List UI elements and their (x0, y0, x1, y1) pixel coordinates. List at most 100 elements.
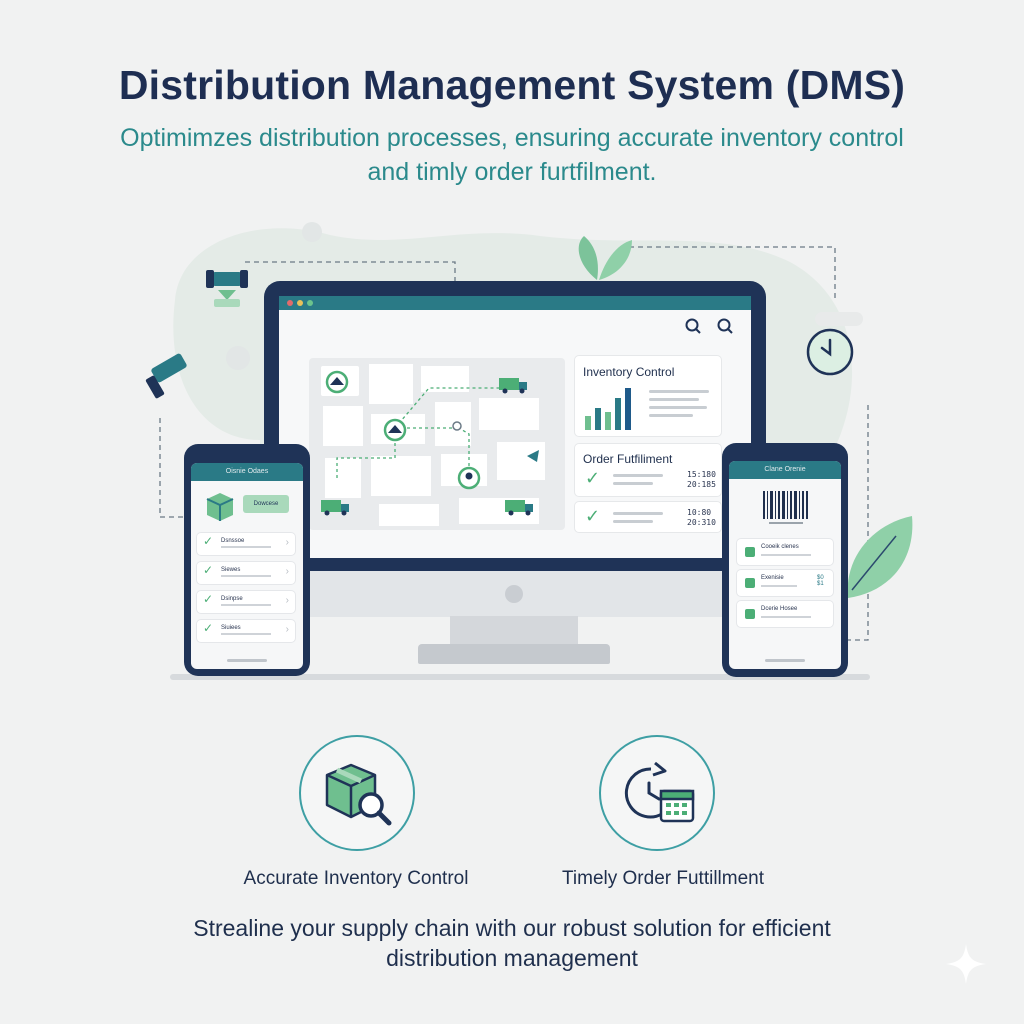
barcode-icon (763, 491, 808, 524)
hand-scanner-icon (145, 353, 187, 399)
fulfillment-value: 10:80 (687, 508, 712, 517)
pin-icon (452, 421, 462, 431)
window-dot-close[interactable] (287, 300, 293, 306)
list-item-label: Dcerie Hosee (761, 606, 798, 612)
warehouse-icon (325, 370, 349, 394)
list-item-label: Cooeik clenes (761, 544, 799, 550)
inventory-feature-label: Accurate Inventory Control (243, 868, 469, 889)
search-icon (685, 318, 701, 334)
list-item[interactable]: ✓ Siuiees › (197, 620, 295, 642)
inventory-feature-circle (299, 735, 415, 851)
list-item-label: Siewes (221, 567, 241, 573)
placeholder-line (613, 474, 663, 477)
box-magnifier-icon (325, 763, 392, 826)
connector-line (245, 261, 456, 282)
inventory-bar-chart-icon (585, 388, 631, 430)
background-bubble (226, 346, 250, 370)
toolbar-search-icons[interactable] (683, 316, 743, 336)
order-fulfillment-card[interactable]: Order Futfiliment ✓ 15:180 20:185 (575, 444, 721, 496)
list-item[interactable]: Exenisie $0 $1 (737, 570, 833, 596)
chevron-right-icon: › (285, 624, 289, 635)
fulfillment-value: 20:185 (687, 480, 716, 489)
fulfillment-feature-circle (599, 735, 715, 851)
check-icon: ✓ (203, 563, 214, 577)
warehouse-icon (383, 418, 407, 442)
list-item-label: Dsnssoe (221, 538, 245, 544)
list-item[interactable]: Cooeik clenes (737, 539, 833, 565)
placeholder-line (221, 575, 271, 577)
order-fulfillment-row[interactable]: ✓ 10:80 20:310 (575, 502, 721, 532)
barcode-scanner-icon (206, 270, 248, 307)
monitor-stand-base (418, 644, 610, 664)
placeholder-line (649, 390, 709, 393)
list-item[interactable]: ✓ Dsnssoe › (197, 533, 295, 555)
placeholder-line (649, 414, 693, 417)
inventory-control-card[interactable]: Inventory Control (575, 356, 721, 436)
placeholder-line (221, 546, 271, 548)
leaf-icon (847, 516, 913, 598)
inventory-control-title: Inventory Control (583, 365, 675, 379)
subtitle-line-1: Optimimzes distribution processes, ensur… (120, 124, 904, 152)
map-graphic (321, 364, 545, 526)
placeholder-line (613, 512, 663, 515)
chevron-right-icon: › (285, 566, 289, 577)
truck-icon (321, 500, 349, 516)
fulfillment-value: 20:310 (687, 518, 716, 527)
location-icon (524, 447, 542, 465)
placeholder-line (613, 482, 653, 485)
background-bubble (302, 222, 322, 242)
list-item-value: $0 $1 (817, 575, 824, 587)
window-dot-maximize[interactable] (307, 300, 313, 306)
list-item-label: Dsinpse (221, 596, 243, 602)
check-icon: ✓ (585, 506, 601, 526)
package-icon (745, 609, 755, 619)
placeholder-line (649, 406, 707, 409)
chevron-right-icon: › (285, 537, 289, 548)
order-fulfillment-title: Order Futfiliment (583, 452, 673, 466)
placeholder-line (221, 633, 271, 635)
fulfillment-value: 15:180 (687, 470, 716, 479)
leaf-icon (578, 236, 632, 280)
check-icon: ✓ (585, 468, 601, 488)
right-phone-header: Clane Orenie (729, 461, 841, 479)
placeholder-line (613, 520, 653, 523)
check-icon: ✓ (203, 592, 214, 606)
left-phone-screen: Oisnie Odaes Dowcese ✓ Dsnssoe › ✓ Siewe… (191, 463, 303, 669)
fulfillment-feature-label: Timely Order Futtillment (562, 868, 764, 889)
truck-icon (505, 500, 533, 516)
subtitle-line-2: and timly order furtfilment. (367, 158, 657, 186)
list-item[interactable]: ✓ Dsinpse › (197, 591, 295, 613)
page-title: Distribution Management System (DMS) (118, 62, 906, 108)
clock-icon (806, 312, 863, 376)
clock-calendar-icon (624, 761, 695, 823)
home-indicator[interactable] (765, 659, 805, 662)
home-indicator[interactable] (227, 659, 267, 662)
chevron-right-icon: › (285, 595, 289, 606)
list-item[interactable]: Dcerie Hosee (737, 601, 833, 627)
placeholder-line (221, 604, 271, 606)
package-icon (206, 493, 234, 521)
list-item-label: Siuiees (221, 625, 241, 631)
connector-line (848, 405, 869, 641)
list-item[interactable]: ✓ Siewes › (197, 562, 295, 584)
left-phone-action-button[interactable]: Dowcese (243, 495, 289, 513)
browser-bar (279, 296, 751, 310)
monitor-screen: Inventory Control Order Futfiliment ✓ 15… (279, 296, 751, 558)
check-icon: ✓ (203, 534, 214, 548)
truck-icon (499, 378, 527, 394)
placeholder-line (761, 616, 811, 618)
package-icon (745, 578, 755, 588)
sparkle-icon (946, 944, 986, 984)
placeholder-line (761, 585, 797, 587)
placeholder-line (649, 398, 699, 401)
delivery-map[interactable] (309, 358, 565, 530)
window-dot-minimize[interactable] (297, 300, 303, 306)
search-icon (717, 318, 733, 334)
package-icon (745, 547, 755, 557)
monitor-stand (450, 616, 578, 646)
footer-line-2: distribution management (386, 945, 638, 971)
check-icon: ✓ (203, 621, 214, 635)
power-button (505, 585, 523, 603)
left-phone-header: Oisnie Odaes (191, 463, 303, 481)
pin-icon (457, 466, 481, 490)
